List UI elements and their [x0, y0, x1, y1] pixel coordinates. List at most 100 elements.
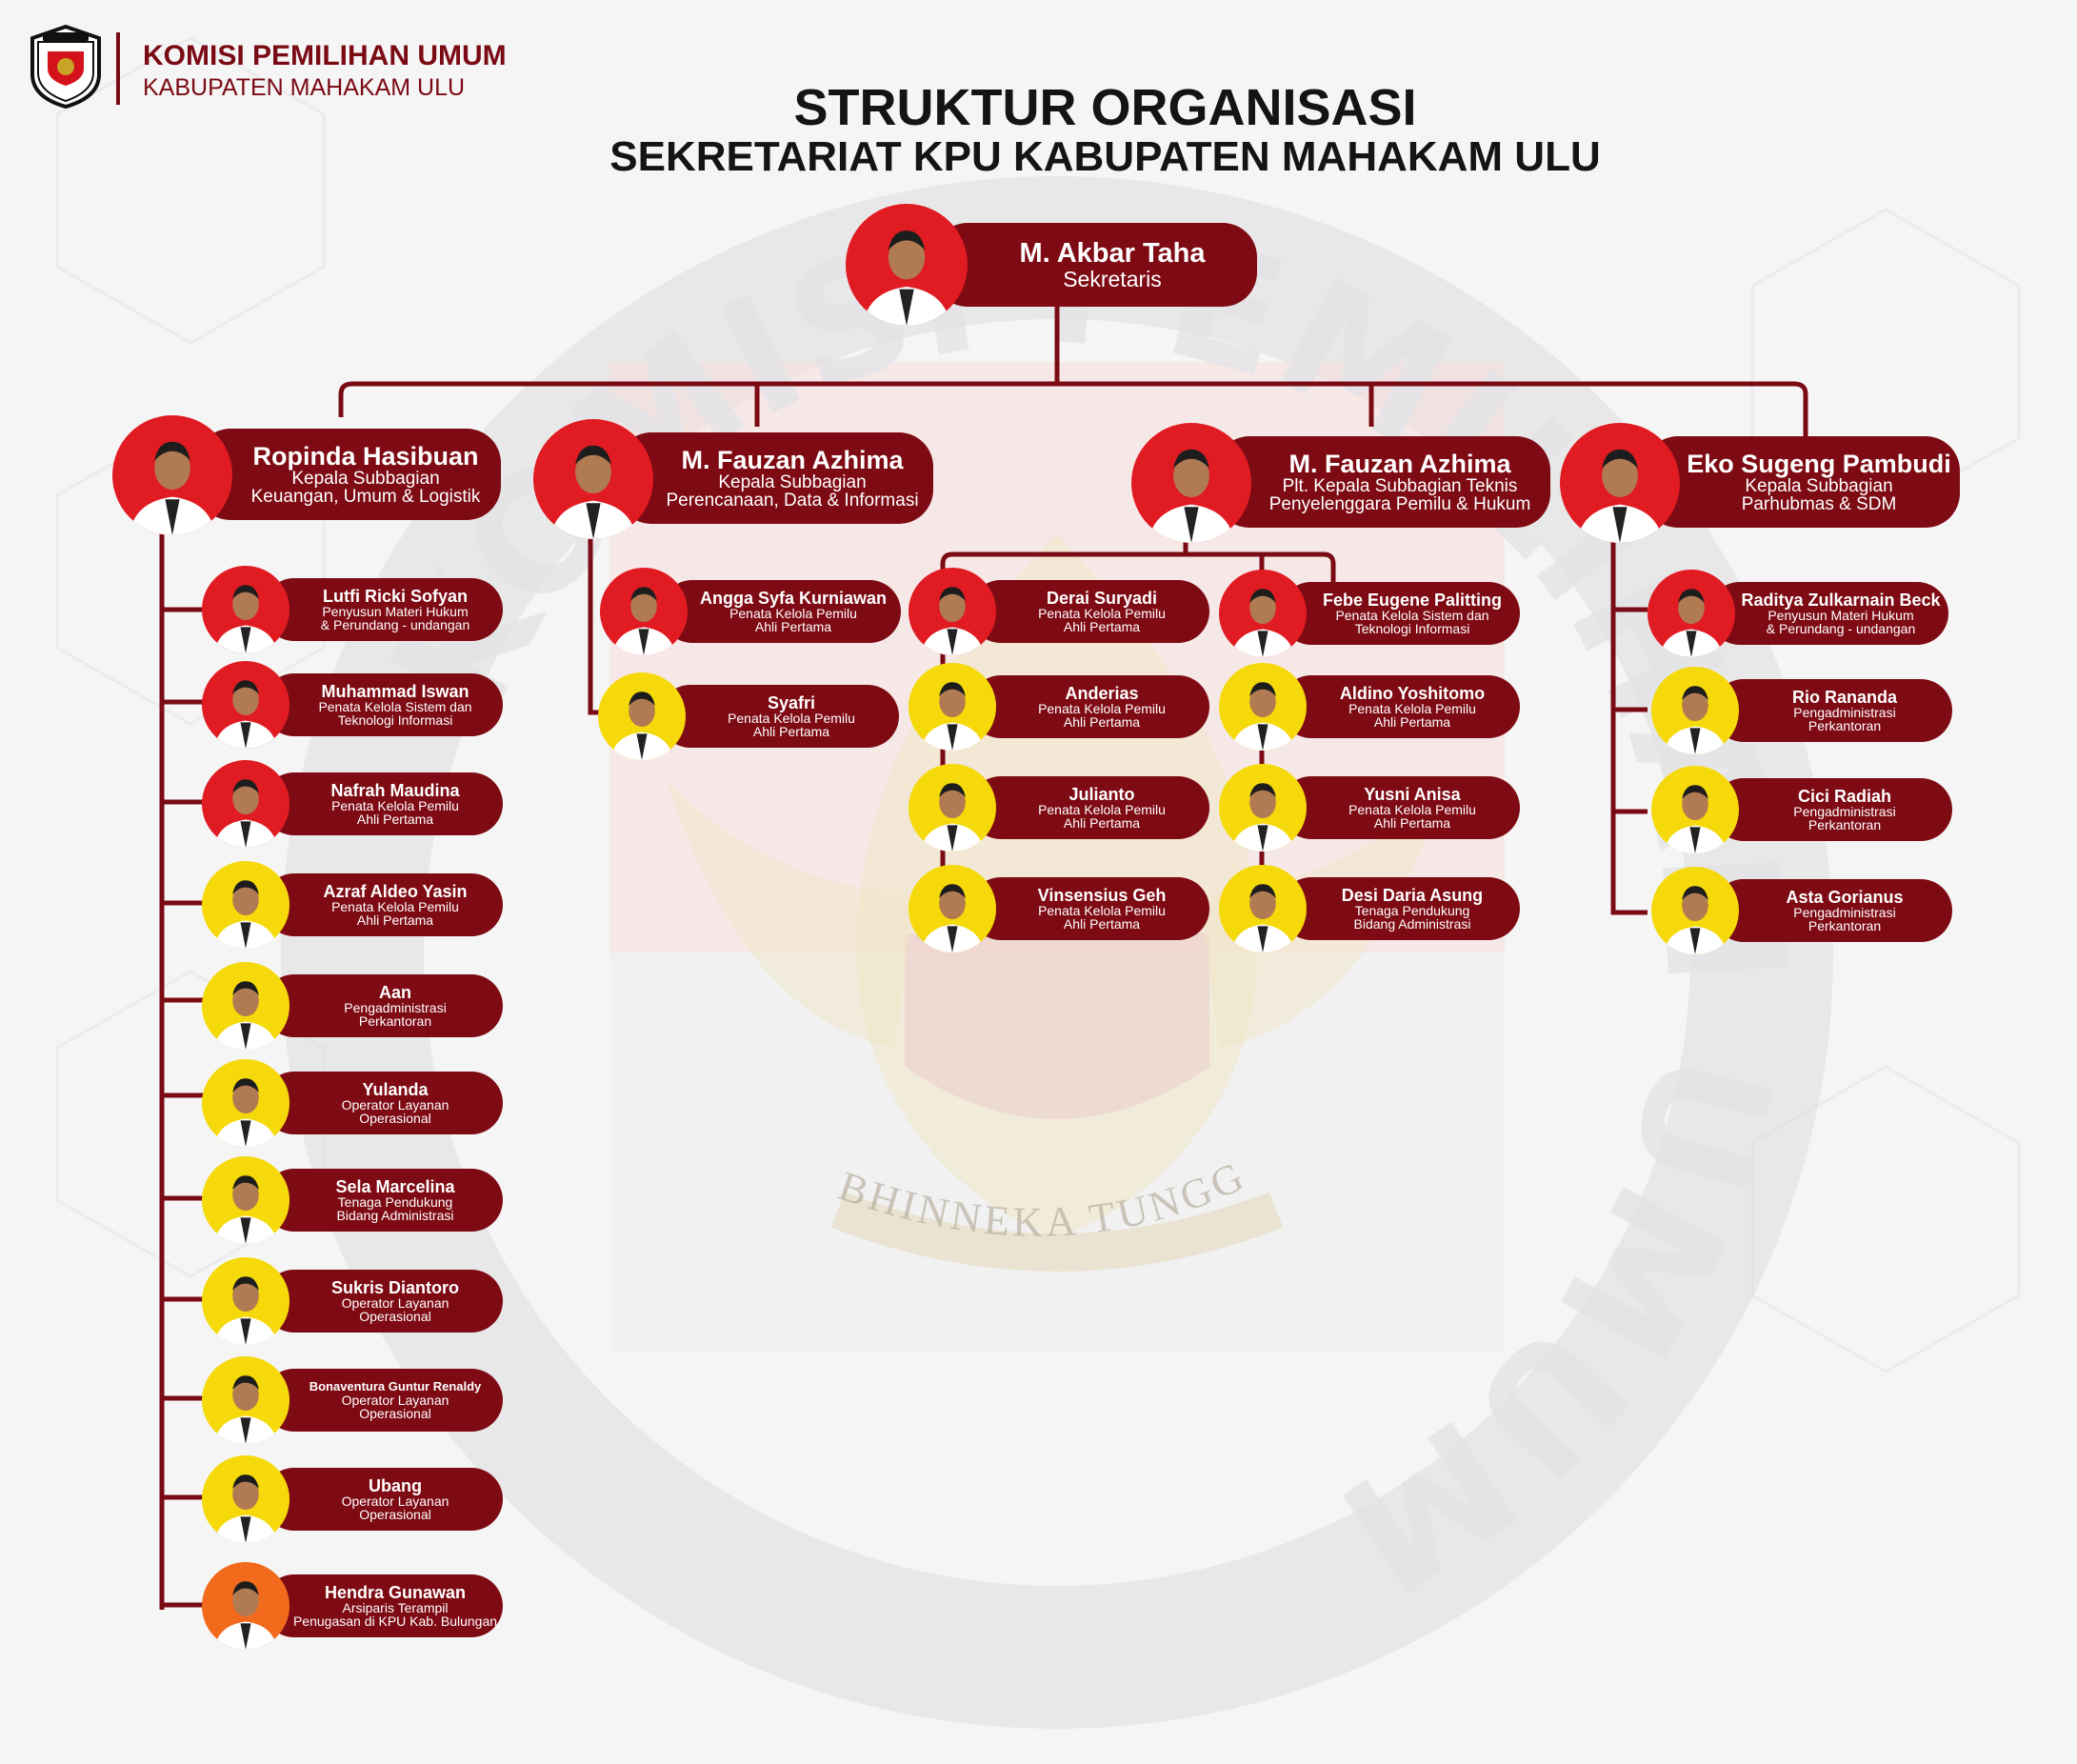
person-position: Ahli Pertama: [1063, 815, 1141, 832]
org-subtitle: KABUPATEN MAHAKAM ULU: [143, 74, 466, 101]
person-name: M. Fauzan Azhima: [1288, 449, 1511, 478]
avatar: [600, 568, 688, 655]
person-position: Penata Kelola Pemilu: [1038, 802, 1166, 818]
avatar: [202, 661, 290, 749]
avatar: [1219, 663, 1307, 751]
person-name: Yulanda: [362, 1079, 429, 1099]
person-name: Vinsensius Geh: [1037, 885, 1167, 905]
avatar: [846, 204, 968, 326]
avatar: [1651, 667, 1739, 754]
avatar: [1651, 867, 1739, 954]
person-position: Operasional: [359, 1405, 431, 1421]
avatar: [202, 760, 290, 848]
avatar: [202, 861, 290, 949]
person-name: Sukris Diantoro: [330, 1277, 460, 1297]
person-position: Pengadministrasi: [1793, 905, 1896, 921]
person-position: Penata Kelola Pemilu: [728, 711, 855, 727]
org-name: KOMISI PEMILIHAN UMUM: [143, 40, 507, 71]
person-position: Penata Kelola Pemilu: [729, 606, 857, 622]
connector-div3-top: [940, 526, 1336, 932]
person-position: Penata Kelola Pemilu: [1348, 802, 1476, 818]
avatar: [909, 568, 996, 655]
person-position: Penata Kelola Pemilu: [1038, 606, 1166, 622]
person-name: Syafri: [767, 692, 816, 712]
avatar: [202, 1455, 290, 1543]
avatar: [598, 672, 686, 760]
avatar: [202, 962, 290, 1050]
person-position: Operator Layanan: [341, 1392, 449, 1408]
person-name: M. Fauzan Azhima: [681, 445, 904, 474]
person-position: Penata Kelola Pemilu: [1038, 701, 1166, 717]
avatar: [1651, 766, 1739, 853]
person-position: Perkantoran: [1807, 718, 1882, 734]
person-position: Kepala Subbagian: [1745, 476, 1893, 497]
person-name: Lutfi Ricki Sofyan: [322, 586, 468, 606]
person-position: Ahli Pertama: [1063, 619, 1141, 635]
person-position: Kepala Subbagian: [718, 472, 867, 493]
person-position: Pengadministrasi: [344, 1000, 447, 1016]
person-name: M. Akbar Taha: [1019, 238, 1206, 270]
person-position: Operasional: [359, 1507, 431, 1523]
person-position: Operator Layanan: [341, 1097, 449, 1113]
person-position: Kepala Subbagian: [291, 469, 440, 490]
avatar: [202, 566, 290, 653]
person-name: Angga Syfa Kurniawan: [699, 588, 888, 608]
connector-div4-spine: [1610, 533, 1648, 915]
person-position: Pengadministrasi: [1793, 804, 1896, 820]
connector-bus: [338, 381, 1808, 446]
person-name: Nafrah Maudina: [330, 780, 460, 800]
person-name: Eko Sugeng Pambudi: [1687, 449, 1951, 478]
person-position: Ahli Pertama: [752, 724, 830, 740]
person-position: Ahli Pertama: [754, 619, 832, 635]
avatar: [202, 1257, 290, 1345]
person-name: Ubang: [369, 1475, 422, 1495]
person-position: Arsiparis Terampil: [342, 1600, 449, 1616]
person-position: Penata Kelola Pemilu: [331, 798, 459, 814]
avatar: [1219, 865, 1307, 952]
person-name: Bonaventura Guntur Renaldy: [309, 1379, 482, 1394]
person-position: Ahli Pertama: [1063, 916, 1141, 932]
person-position: Perkantoran: [1807, 817, 1882, 833]
person-position: Parhubmas & SDM: [1741, 494, 1897, 515]
person-position: Operator Layanan: [341, 1295, 449, 1312]
avatar: [909, 764, 996, 852]
person-name: Desi Daria Asung: [1341, 885, 1484, 905]
avatar: [1219, 764, 1307, 852]
person-position: Teknologi Informasi: [1354, 621, 1470, 637]
person-position: Perkantoran: [358, 1013, 432, 1030]
person-name: Aldino Yoshitomo: [1339, 683, 1486, 703]
person-position: Tenaga Pendukung: [337, 1194, 453, 1211]
chart-title: STRUKTUR ORGANISASI: [793, 79, 1417, 136]
person-position: Penata Kelola Sistem dan: [318, 699, 472, 715]
person-position: Penyusun Materi Hukum: [322, 604, 469, 620]
person-position: Perencanaan, Data & Informasi: [666, 491, 919, 511]
person-position: Plt. Kepala Subbagian Teknis: [1282, 476, 1518, 497]
kpu-logo-icon: [30, 25, 101, 109]
avatar: [202, 1059, 290, 1147]
person-position: Teknologi Informasi: [337, 712, 453, 729]
avatar: [202, 1156, 290, 1244]
connector-div1-branches: [162, 607, 219, 1608]
person-position: Pengadministrasi: [1793, 705, 1896, 721]
person-position: Ahli Pertama: [1373, 815, 1451, 832]
person-position: Ahli Pertama: [356, 812, 434, 828]
